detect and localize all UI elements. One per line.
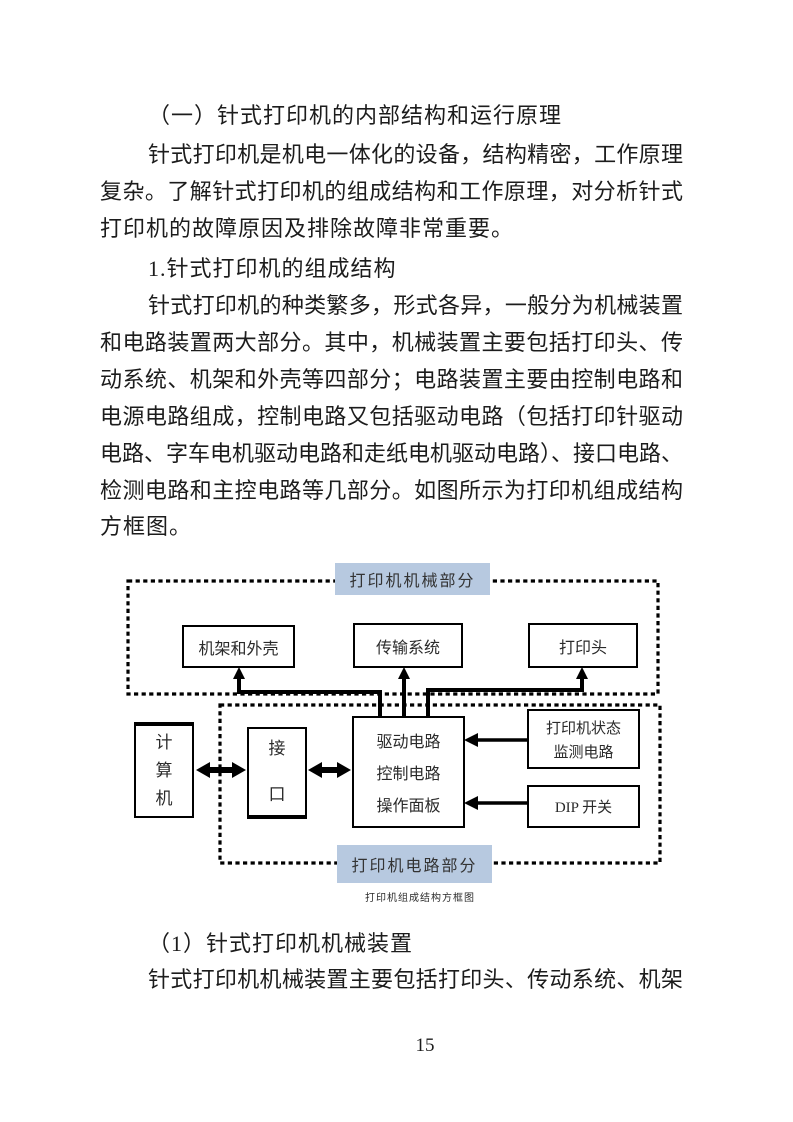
body-line: 针式打印机是机电一体化的设备，结构精密，工作原理 [148, 142, 683, 167]
body-line: 针式打印机机械装置主要包括打印头、传动系统、机架 [148, 967, 683, 992]
arrowhead-transmission [398, 667, 410, 679]
body-line: 方框图。 [100, 514, 193, 539]
page-number: 15 [415, 1035, 435, 1056]
box-computer: 计算机 [134, 722, 194, 818]
body-line: 电源电路组成，控制电路又包括驱动电路（包括打印针驱动 [100, 404, 683, 429]
arrowhead-left-interface [308, 762, 322, 778]
label-mechanical-part: 打印机机械部分 [335, 563, 490, 595]
arrowhead-right-central [337, 762, 351, 778]
central-line-control-circuit: 控制电路 [376, 766, 441, 783]
arrowhead-printhead [576, 667, 588, 679]
box-status-monitor: 打印机状态 监测电路 [527, 709, 640, 769]
box-interface-label: 接口 [268, 739, 286, 804]
body-line: 电路、字车电机驱动电路和走纸电机驱动电路）、接口电路、 [100, 441, 684, 466]
box-dip-switch: DIP 开关 [527, 785, 640, 828]
section-heading: （一）针式打印机的内部结构和运行原理 [148, 103, 563, 128]
box-print-head: 打印头 [528, 623, 638, 668]
body-line: 复杂。了解针式打印机的组成结构和工作原理，对分析针式 [100, 179, 683, 204]
figure-caption: 打印机组成结构方框图 [365, 893, 475, 904]
box-interface: 接口 [247, 727, 307, 819]
arrowhead-frame-shell [233, 667, 245, 679]
central-line-operation-panel: 操作面板 [376, 798, 441, 815]
arrowhead-dip [464, 796, 478, 810]
box-transmission-system: 传输系统 [353, 623, 463, 668]
box-computer-label: 计算机 [155, 733, 173, 808]
status-line-2: 监测电路 [553, 744, 614, 761]
arrowhead-right-interface [232, 762, 246, 778]
arrow-to-frame-shell [237, 678, 382, 716]
status-line-1: 打印机状态 [545, 720, 621, 737]
sub-heading: 1.针式打印机的组成结构 [148, 256, 397, 281]
sub-heading: （1）针式打印机机械装置 [148, 931, 414, 956]
arrowhead-left-computer [196, 762, 210, 778]
box-central-circuits: 驱动电路 控制电路 操作面板 [352, 716, 465, 828]
body-line: 检测电路和主控电路等几部分。如图所示为打印机组成结构 [100, 478, 683, 503]
box-frame-and-shell: 机架和外壳 [182, 625, 295, 668]
label-circuit-part: 打印机电路部分 [337, 845, 492, 883]
body-line: 打印机的故障原因及排除故障非常重要。 [100, 216, 515, 241]
body-line: 和电路装置两大部分。其中，机械装置主要包括打印头、传 [100, 330, 683, 355]
body-line: 动系统、机架和外壳等四部分；电路装置主要由控制电路和 [100, 367, 683, 392]
body-line: 针式打印机的种类繁多，形式各异，一般分为机械装置 [148, 293, 683, 318]
central-line-drive-circuit: 驱动电路 [376, 734, 441, 751]
arrowhead-status [464, 733, 478, 747]
